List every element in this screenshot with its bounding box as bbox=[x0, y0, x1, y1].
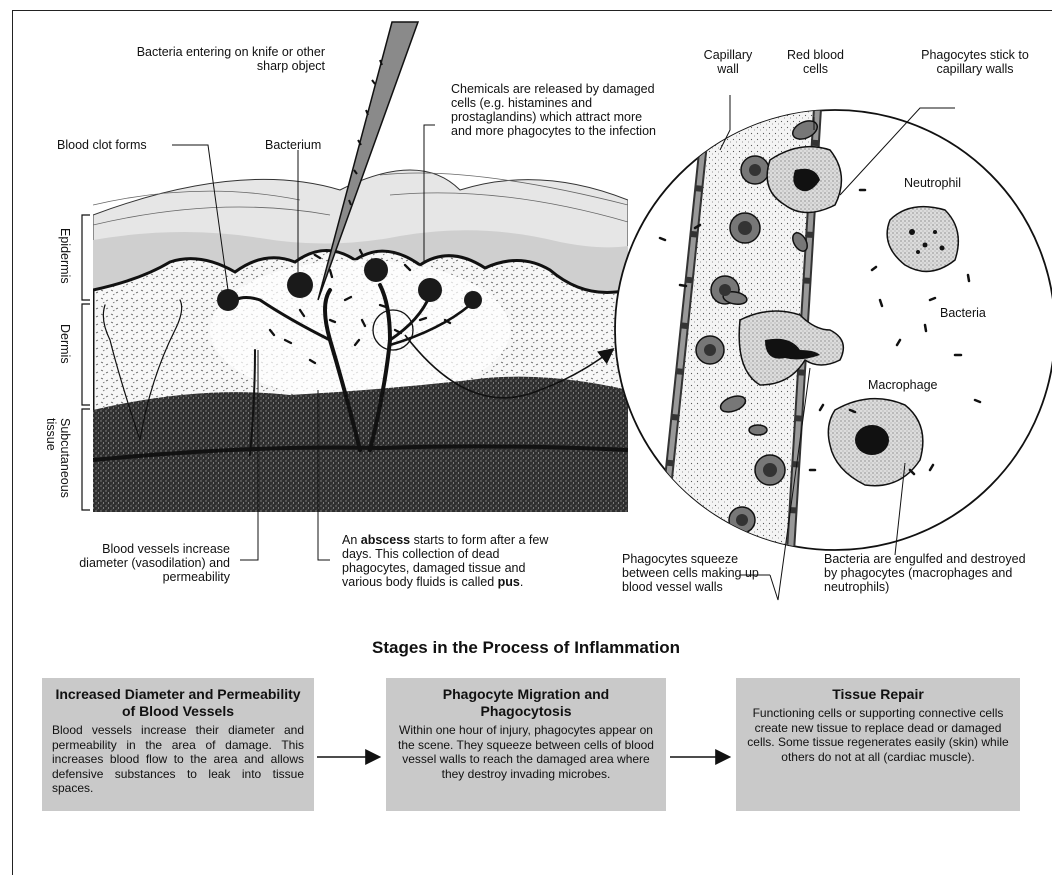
pus-term: pus bbox=[498, 575, 520, 589]
label-dermis: Dermis bbox=[58, 324, 72, 364]
label-bacteria-entering: Bacteria entering on knife or other shar… bbox=[125, 45, 325, 73]
abscess-text-end: . bbox=[520, 575, 523, 589]
stage-3-heading: Tissue Repair bbox=[746, 686, 1010, 703]
magnified-capillary-view bbox=[615, 100, 1052, 560]
layer-brackets bbox=[82, 215, 90, 510]
stage-1-heading: Increased Diameter and Permeability of B… bbox=[52, 686, 304, 720]
label-vessels-increase: Blood vessels increase diameter (vasodil… bbox=[60, 542, 230, 584]
label-abscess: An abscess starts to form after a few da… bbox=[342, 533, 562, 589]
stage-box-1: Increased Diameter and Permeability of B… bbox=[42, 678, 314, 811]
abscess-term: abscess bbox=[361, 533, 410, 547]
label-bacteria-engulfed: Bacteria are engulfed and destroyed by p… bbox=[824, 552, 1039, 594]
label-bacterium: Bacterium bbox=[265, 138, 345, 152]
abscess-text-pre: An bbox=[342, 533, 361, 547]
label-phagocytes-stick: Phagocytes stick to capillary walls bbox=[905, 48, 1045, 76]
label-capillary-wall: Capillary wall bbox=[693, 48, 763, 76]
label-macrophage: Macrophage bbox=[868, 378, 938, 392]
label-epidermis: Epidermis bbox=[58, 228, 72, 284]
label-phagocytes-squeeze: Phagocytes squeeze between cells making … bbox=[622, 552, 772, 594]
stage-2-text: Within one hour of injury, phagocytes ap… bbox=[396, 723, 656, 781]
label-blood-clot-forms: Blood clot forms bbox=[57, 138, 177, 152]
label-bacteria: Bacteria bbox=[940, 306, 986, 320]
label-red-blood-cells: Red blood cells bbox=[778, 48, 853, 76]
stages-title: Stages in the Process of Inflammation bbox=[0, 638, 1052, 658]
stage-2-heading: Phagocyte Migration and Phagocytosis bbox=[396, 686, 656, 720]
skin-cross-section bbox=[93, 160, 628, 520]
stage-1-text: Blood vessels increase their diameter an… bbox=[52, 723, 304, 796]
label-chemicals-released: Chemicals are released by damaged cells … bbox=[451, 82, 661, 138]
stage-box-3: Tissue Repair Functioning cells or suppo… bbox=[736, 678, 1020, 811]
stage-3-text: Functioning cells or supporting connecti… bbox=[746, 706, 1010, 764]
label-neutrophil: Neutrophil bbox=[904, 176, 961, 190]
stage-box-2: Phagocyte Migration and Phagocytosis Wit… bbox=[386, 678, 666, 811]
label-subcutaneous-tissue: Subcutaneous tissue bbox=[44, 418, 72, 518]
